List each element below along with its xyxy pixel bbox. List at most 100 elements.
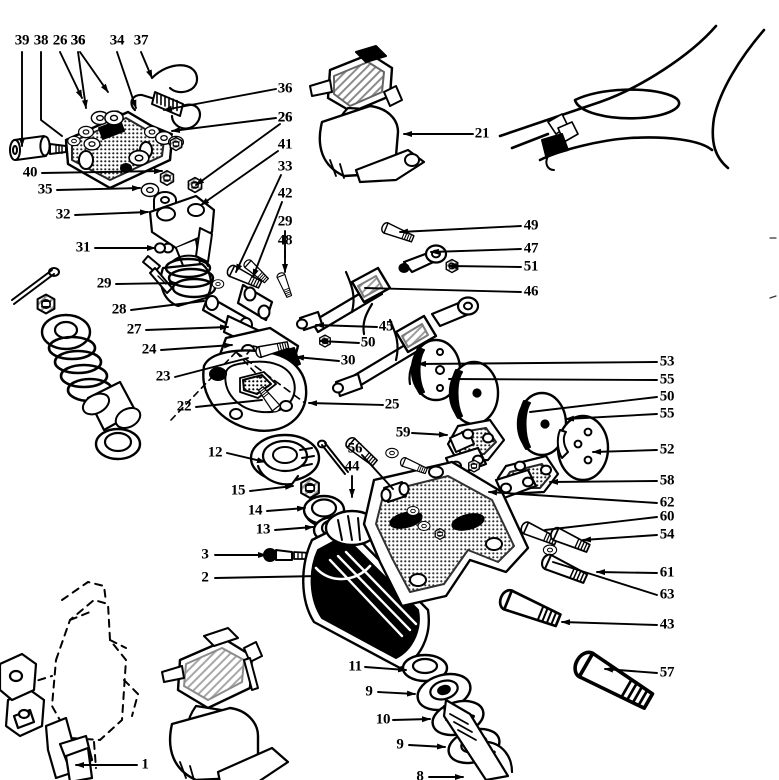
callout-label-38: 38 (33, 32, 49, 49)
callout-leader (171, 117, 277, 133)
callout-label-11: 11 (348, 658, 362, 675)
callout-leader (295, 354, 340, 362)
callout-label-22: 22 (176, 398, 192, 415)
callout-leader (488, 489, 658, 504)
callout-label-57: 57 (659, 664, 675, 681)
callout-leader (163, 88, 277, 112)
callout-leader (561, 619, 658, 626)
callout-leader (249, 483, 294, 492)
callout-leader (364, 287, 522, 293)
callout-leader (252, 201, 283, 278)
callout-label-44: 44 (344, 458, 360, 475)
callout-label-56: 56 (347, 440, 363, 457)
callout-label-36: 36 (277, 80, 293, 97)
callout-leader (74, 209, 149, 216)
callout-leader (79, 51, 109, 93)
callout-label-41: 41 (277, 136, 293, 153)
callout-label-9: 9 (396, 736, 404, 753)
callout-leader (544, 516, 658, 531)
callout-label-9: 9 (365, 683, 373, 700)
callout-leader (399, 225, 522, 235)
callout-leader (364, 666, 407, 673)
callout-label-15: 15 (230, 482, 246, 499)
callout-label-43: 43 (659, 616, 675, 633)
callout-leader (77, 51, 88, 109)
callout-leader (604, 666, 658, 674)
callout-label-58: 58 (659, 472, 675, 489)
callout-label-12: 12 (207, 444, 223, 461)
callout-leader (130, 300, 205, 311)
callout-leader (430, 248, 522, 255)
callout-leader (160, 342, 233, 351)
callout-label-63: 63 (659, 586, 675, 603)
callout-label-55: 55 (659, 405, 675, 422)
callout-label-60: 60 (659, 508, 675, 525)
callout-label-40: 40 (22, 164, 38, 181)
callout-leader (565, 413, 658, 422)
callout-leader (377, 690, 416, 697)
callout-label-50: 50 (360, 334, 376, 351)
callout-label-36b: 36 (70, 32, 86, 49)
callout-label-35: 35 (37, 181, 53, 198)
callout-leader (596, 569, 658, 576)
callout-leader (40, 51, 63, 137)
callout-leader (448, 376, 658, 383)
callout-label-30: 30 (340, 352, 356, 369)
callout-leader (226, 452, 266, 464)
callout-leader (392, 716, 431, 723)
callout-label-24: 24 (141, 341, 157, 358)
callout-label-3: 3 (201, 546, 209, 563)
callout-label-31: 31 (75, 239, 91, 256)
callout-label-26c: 26 (277, 109, 293, 126)
callout-leader (145, 324, 229, 331)
callout-label-42: 42 (277, 185, 293, 202)
callout-label-54: 54 (659, 526, 675, 543)
callout-label-46: 46 (523, 283, 539, 300)
callout-leader (315, 322, 378, 329)
callout-label-48: 48 (277, 232, 293, 249)
callout-label-47: 47 (523, 240, 539, 257)
callout-label-55: 55 (659, 371, 675, 388)
callout-leader (200, 150, 279, 206)
callout-label-10: 10 (375, 711, 391, 728)
callout-leader (529, 396, 658, 413)
callout-label-53: 53 (659, 353, 675, 370)
callout-label-29: 29 (96, 275, 112, 292)
callout-label-21: 21 (474, 125, 490, 142)
callout-label-62: 62 (659, 494, 675, 511)
callout-label-36: 36 (70, 32, 86, 49)
callout-label-34: 34 (109, 32, 125, 49)
callout-label-52: 52 (659, 441, 675, 458)
callout-label-1: 1 (141, 756, 149, 773)
callout-label-26: 26 (277, 109, 293, 126)
callout-label-32: 32 (55, 206, 71, 223)
callout-leader (266, 505, 306, 512)
callout-label-45: 45 (378, 318, 394, 335)
callout-label-39: 39 (14, 32, 30, 49)
callout-leader (235, 174, 282, 273)
callout-leader (274, 524, 314, 531)
callout-label-61: 61 (659, 564, 675, 581)
callout-leader (308, 400, 384, 407)
callout-label-26: 26 (52, 32, 68, 49)
callout-label-29: 29 (277, 213, 293, 230)
callout-leader (41, 168, 163, 175)
callout-label-51: 51 (523, 258, 539, 275)
callout-label-49: 49 (523, 217, 539, 234)
callout-label-25: 25 (384, 396, 400, 413)
callout-leader (115, 280, 178, 287)
callout-label-28: 28 (111, 301, 127, 318)
callout-leader (195, 399, 263, 408)
callout-label-8: 8 (416, 768, 424, 780)
callout-label-50: 50 (659, 388, 675, 405)
callout-leader (592, 448, 658, 455)
callout-label-33: 33 (277, 158, 293, 175)
callout-leader (361, 454, 394, 490)
callout-leader (552, 561, 658, 596)
callout-label-59: 59 (395, 424, 411, 441)
callout-leader (195, 123, 281, 186)
callout-leader (411, 431, 448, 438)
callout-label-14: 14 (247, 502, 263, 519)
